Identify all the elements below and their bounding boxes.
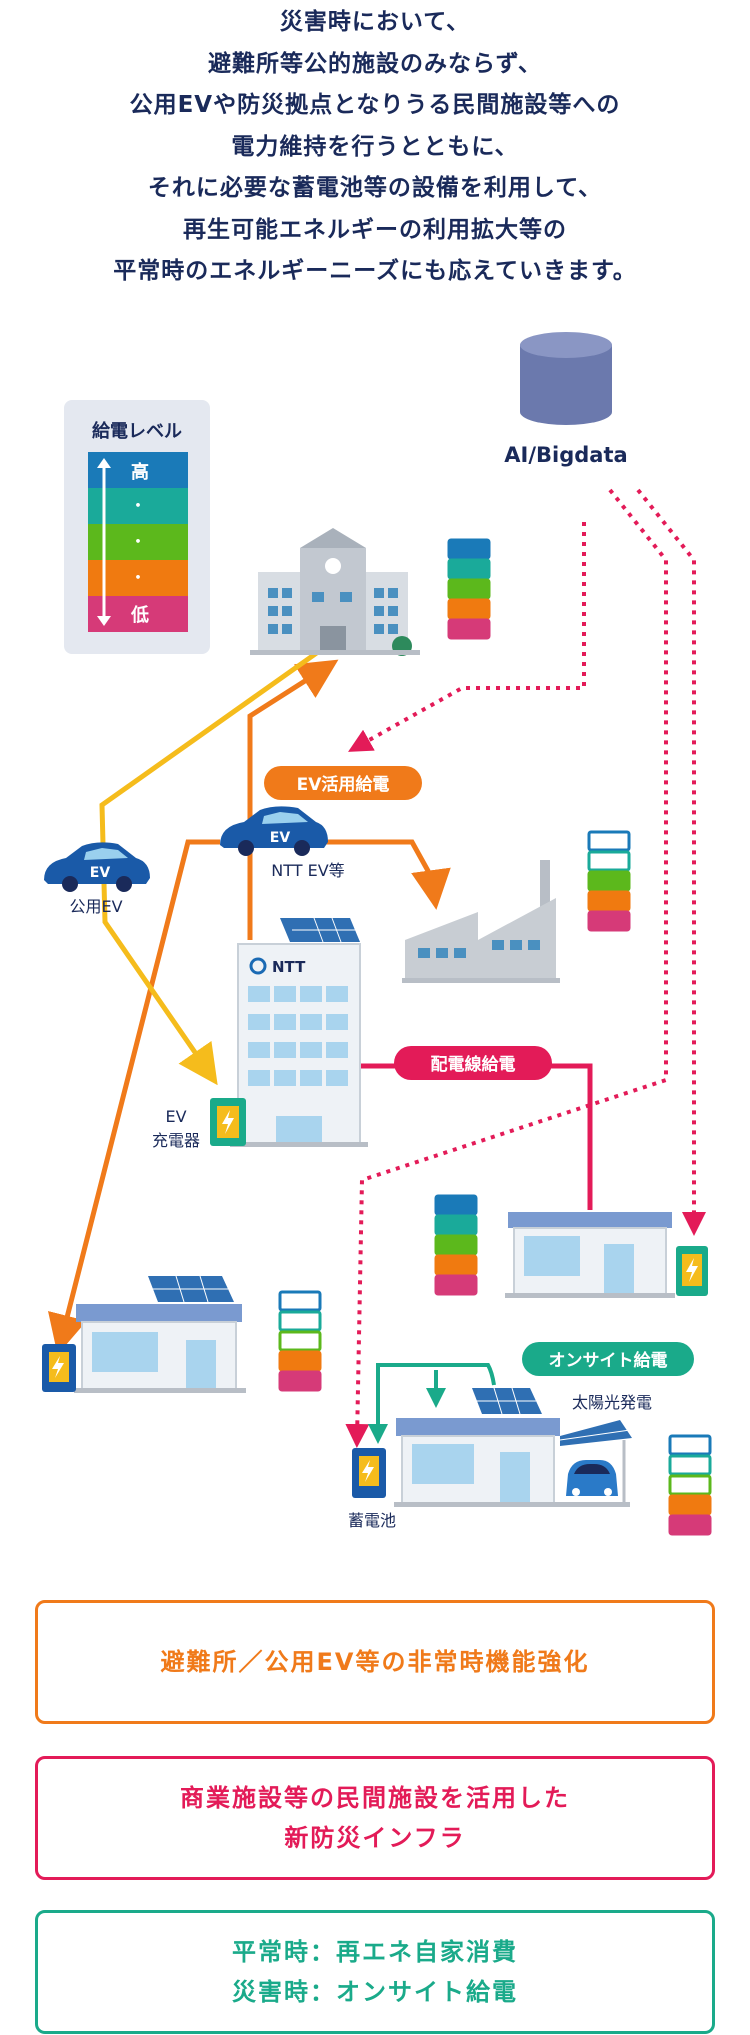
parked-car-icon	[566, 1460, 618, 1496]
ev-use-supply-badge	[264, 766, 422, 800]
ntt-building: NTT	[230, 917, 368, 1147]
level-segment	[447, 538, 491, 560]
intro-line: 電力維持を行うとともに、	[231, 133, 519, 160]
intro-line: それに必要な蓄電池等の設備を利用して、	[147, 175, 603, 201]
level-segment	[278, 1350, 322, 1372]
power-level-indicator	[447, 538, 491, 640]
power-level-indicator	[587, 830, 631, 932]
ai-bigdata-label: AI/Bigdata	[504, 443, 627, 467]
ev-use-supply-label: EV活用給電	[297, 774, 390, 795]
intro-line: 災害時において、	[279, 9, 471, 35]
legend-high: 高	[131, 461, 149, 483]
box-text: 避難所／公用EV等の非常時機能強化	[160, 1648, 590, 1676]
level-segment	[668, 1454, 712, 1476]
solar-power-label: 太陽光発電	[572, 1393, 652, 1412]
level-segment	[447, 578, 491, 600]
store-building	[394, 1418, 632, 1507]
level-segment	[434, 1234, 478, 1256]
legend-dot: ・	[129, 496, 147, 517]
power-supply-diagram: 給電レベル 高 ・ ・ ・ 低 AI/Bigdata	[42, 332, 712, 1536]
level-segment	[434, 1214, 478, 1236]
ntt-logo-text: NTT	[272, 958, 306, 976]
intro-line: 再生可能エネルギーの利用拡大等の	[183, 216, 567, 243]
intro-line: 平常時のエネルギーニーズにも応えていきます。	[113, 258, 637, 284]
level-segment	[587, 870, 631, 892]
legend-low: 低	[130, 604, 149, 626]
data-link-lines	[345, 488, 706, 1448]
level-segment	[434, 1194, 478, 1216]
storage-battery-icon	[352, 1448, 386, 1498]
intro-line: 避難所等公的施設のみならず、	[208, 50, 542, 77]
legend-dot: ・	[129, 568, 147, 589]
city-hall-building	[250, 528, 420, 656]
onsite-supply-badge	[522, 1342, 694, 1376]
distribution-supply-badge	[394, 1046, 552, 1080]
ev-charger-icon	[676, 1246, 708, 1296]
ev-supply-line	[48, 839, 220, 1355]
storage-battery-icon	[42, 1344, 76, 1392]
database-icon	[520, 332, 612, 425]
level-segment	[278, 1370, 322, 1392]
box-text: 商業施設等の民間施設を活用した	[180, 1784, 570, 1812]
level-indicators	[278, 538, 712, 1536]
intro-text: 災害時において、 避難所等公的施設のみならず、 公用EVや防災拠点となりうる民間…	[0, 2, 750, 293]
public-ev-label: 公用EV	[69, 897, 122, 916]
ntt-ev-label: NTT EV等	[271, 861, 344, 880]
level-segment	[278, 1290, 322, 1312]
box-text: 災害時：オンサイト給電	[232, 1978, 518, 2006]
ev-logo-text: EV	[270, 830, 291, 846]
level-segment	[587, 850, 631, 872]
factory-building	[402, 860, 560, 983]
legend-dot: ・	[129, 532, 147, 553]
level-segment	[668, 1434, 712, 1456]
ev-charger-label: 充電器	[152, 1131, 200, 1150]
supply-level-legend: 給電レベル 高 ・ ・ ・ 低	[64, 400, 210, 654]
ev-supply-line	[300, 839, 451, 910]
ev-charger-icon	[210, 1098, 246, 1146]
level-segment	[587, 830, 631, 852]
level-segment	[278, 1310, 322, 1332]
ev-supply-line	[247, 659, 339, 940]
ntt-ev-car-icon: EV	[220, 806, 328, 856]
level-segment	[587, 890, 631, 912]
level-segment	[668, 1514, 712, 1536]
emergency-function-box: 避難所／公用EV等の非常時機能強化	[35, 1600, 715, 1724]
public-ev-car-icon: EV	[44, 842, 150, 892]
box-text: 平常時：再エネ自家消費	[232, 1938, 518, 1966]
level-segment	[434, 1274, 478, 1296]
level-segment	[434, 1254, 478, 1276]
power-level-indicator	[668, 1434, 712, 1536]
onsite-lines	[368, 1363, 496, 1444]
distribution-line	[360, 1063, 593, 1210]
storage-battery-label: 蓄電池	[348, 1511, 396, 1530]
solar-panel-icon	[472, 1387, 542, 1415]
ev-charger-label: EV	[165, 1107, 186, 1126]
store-building	[505, 1212, 675, 1298]
box-text: 新防災インフラ	[284, 1824, 466, 1852]
distribution-supply-label: 配電線給電	[431, 1054, 516, 1075]
normal-time-box: 平常時：再エネ自家消費 災害時：オンサイト給電	[35, 1910, 715, 2034]
level-segment	[278, 1330, 322, 1352]
level-segment	[447, 558, 491, 580]
level-segment	[668, 1474, 712, 1496]
store-building	[74, 1275, 246, 1393]
level-segment	[668, 1494, 712, 1516]
power-level-indicator	[434, 1194, 478, 1296]
onsite-supply-label: オンサイト給電	[549, 1350, 668, 1371]
ev-logo-text: EV	[90, 865, 111, 881]
power-level-indicator	[278, 1290, 322, 1392]
intro-line: 公用EVや防災拠点となりうる民間施設等への	[129, 92, 621, 118]
level-segment	[587, 910, 631, 932]
level-segment	[447, 598, 491, 620]
legend-title: 給電レベル	[92, 420, 182, 442]
level-segment	[447, 618, 491, 640]
private-facility-box: 商業施設等の民間施設を活用した 新防災インフラ	[35, 1756, 715, 1880]
